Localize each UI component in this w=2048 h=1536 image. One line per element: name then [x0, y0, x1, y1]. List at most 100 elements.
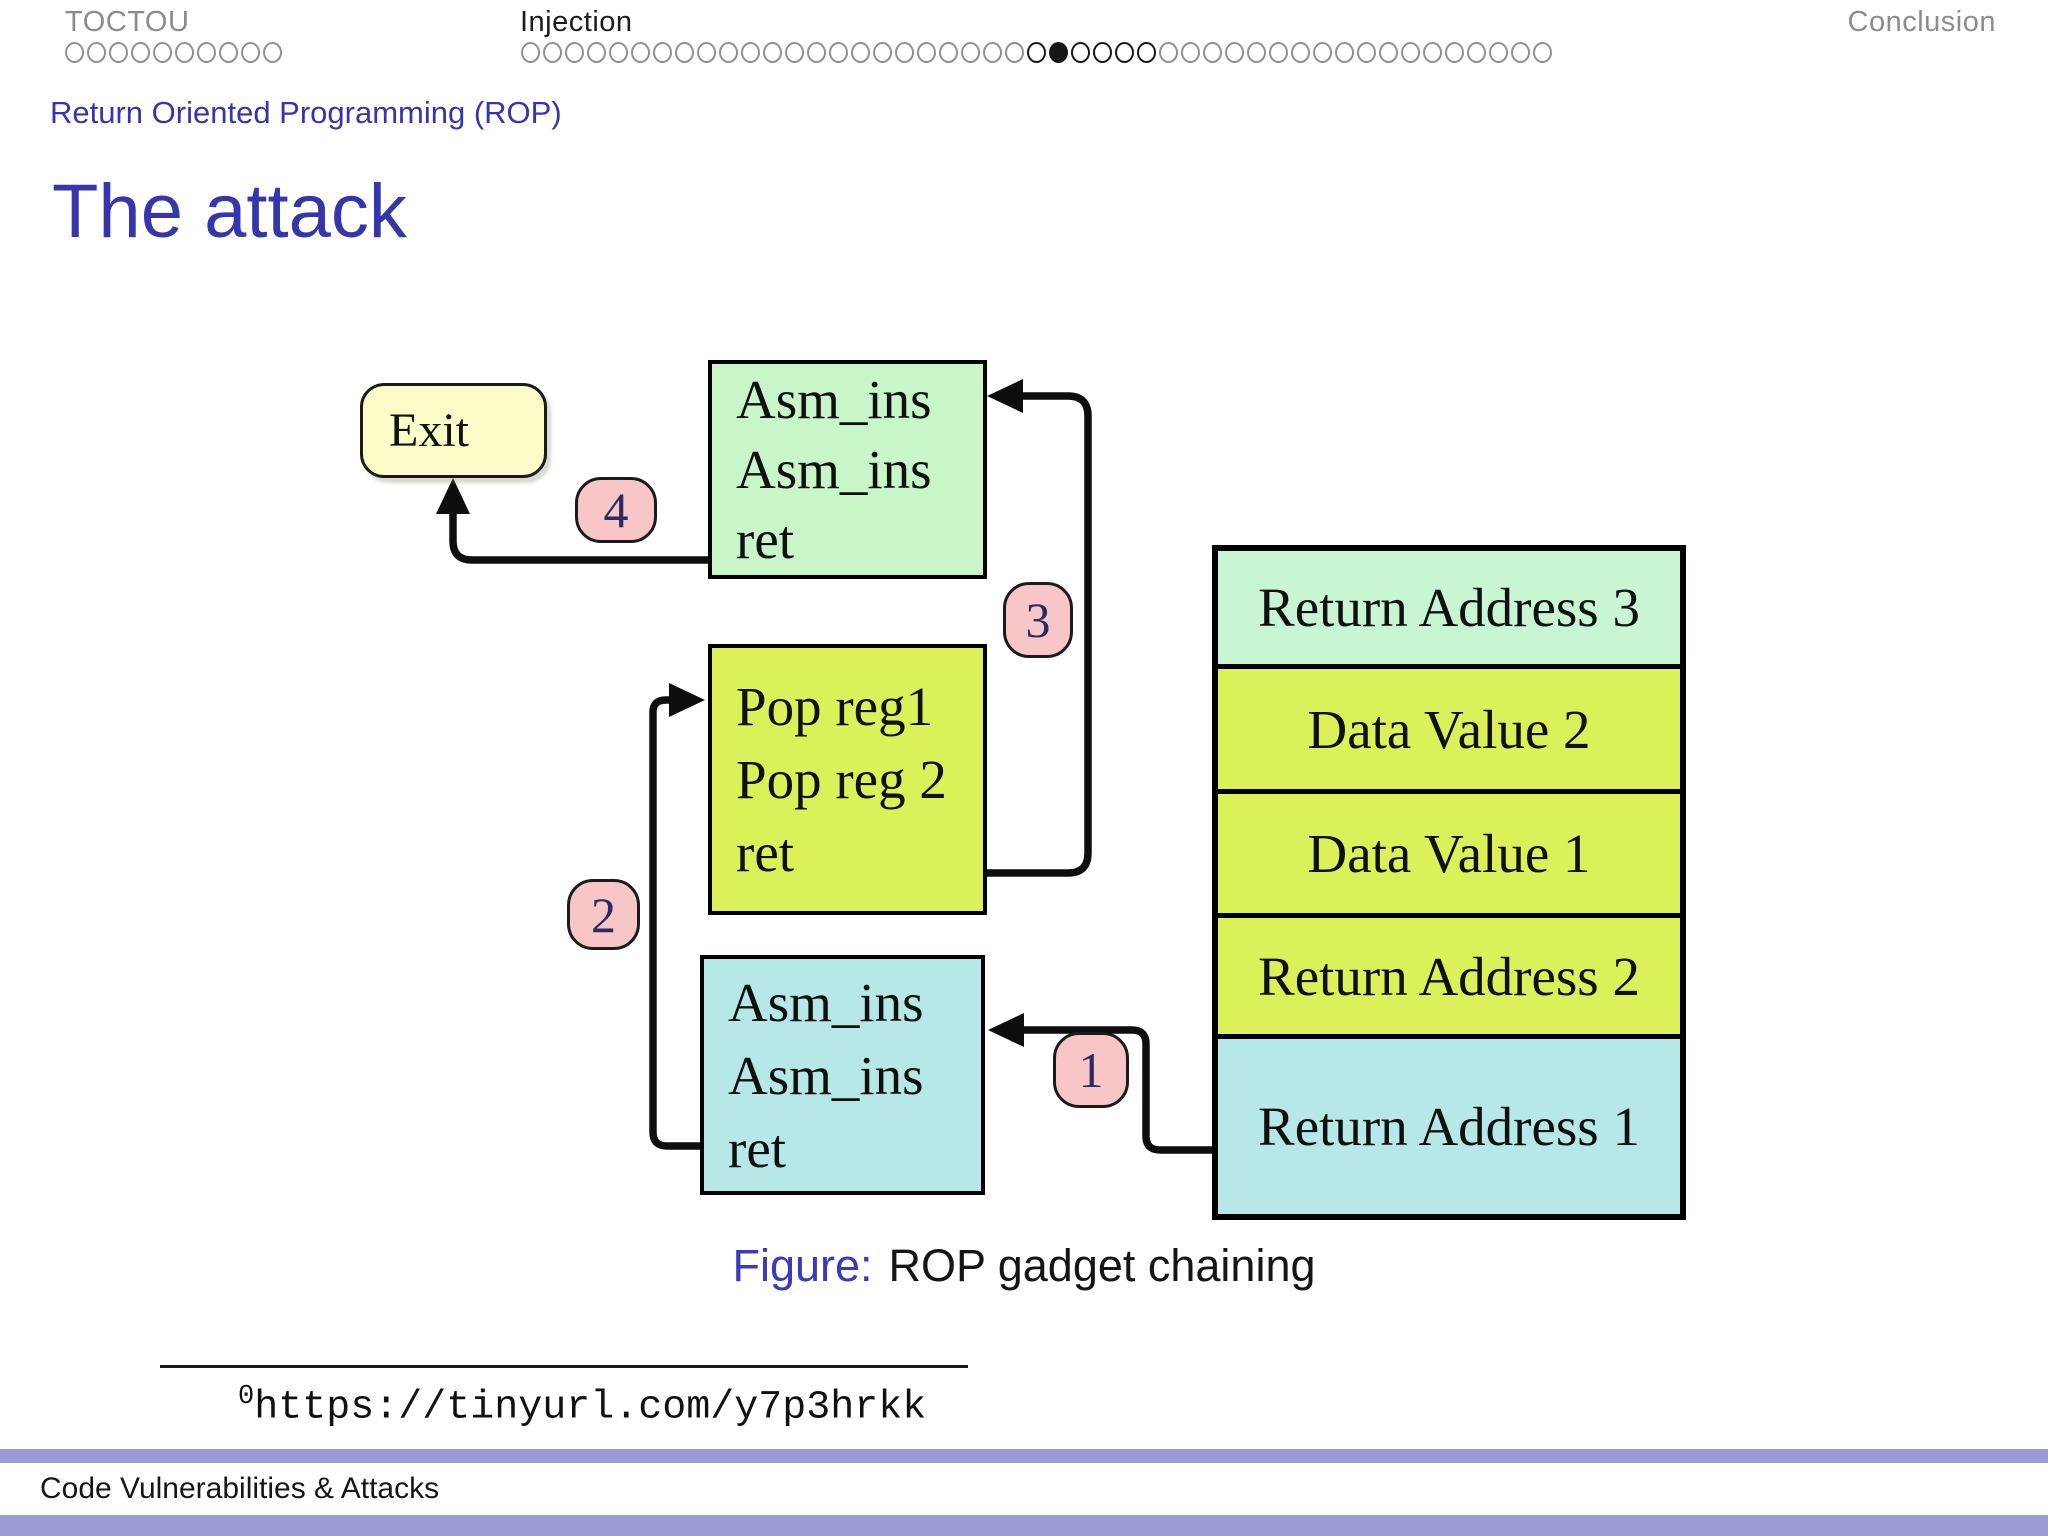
nav-dot[interactable]: [917, 42, 936, 63]
nav-dot[interactable]: [1027, 42, 1046, 63]
arrow-3-head: [987, 379, 1023, 413]
footnote: 0https://tinyurl.com/y7p3hrkk: [238, 1382, 926, 1430]
nav-dot[interactable]: [1423, 42, 1442, 63]
gadget-instruction: Pop reg 2: [736, 749, 947, 810]
gadget-instruction: Asm_ins: [736, 368, 932, 430]
nav-dot[interactable]: [675, 42, 694, 63]
nav-dot[interactable]: [1533, 42, 1552, 63]
step-badge-4: 4: [575, 477, 657, 543]
nav-dot[interactable]: [1137, 42, 1156, 63]
nav-dot[interactable]: [131, 42, 150, 63]
nav-dot[interactable]: [1005, 42, 1024, 63]
footer-text-row: Code Vulnerabilities & Attacks: [0, 1463, 2048, 1515]
stack-row: Data Value 1: [1218, 794, 1680, 913]
footer-bar-top: [0, 1449, 2048, 1463]
gadget-instruction: Asm_ins: [728, 1044, 924, 1106]
step-badge-1: 1: [1053, 1032, 1129, 1108]
nav-dot[interactable]: [1445, 42, 1464, 63]
nav-dot[interactable]: [175, 42, 194, 63]
footnote-marker: 0: [238, 1382, 255, 1412]
slide-title: The attack: [52, 169, 407, 254]
stack-row: Return Address 1: [1218, 1039, 1680, 1214]
nav-dot[interactable]: [1313, 42, 1332, 63]
nav-dot[interactable]: [631, 42, 650, 63]
stack-row: Return Address 2: [1218, 918, 1680, 1034]
nav-dot[interactable]: [543, 42, 562, 63]
nav-dots-injection[interactable]: [521, 42, 1552, 63]
nav-dot[interactable]: [653, 42, 672, 63]
nav-dot[interactable]: [87, 42, 106, 63]
footer-course-title: Code Vulnerabilities & Attacks: [40, 1472, 440, 1505]
nav-dot[interactable]: [197, 42, 216, 63]
gadget-instruction: Asm_ins: [736, 438, 932, 500]
gadget-instruction: Asm_ins: [728, 971, 924, 1033]
nav-dot[interactable]: [587, 42, 606, 63]
nav-dot[interactable]: [1071, 42, 1090, 63]
figure-caption-prefix: Figure:: [732, 1240, 873, 1291]
footnote-rule: [160, 1365, 968, 1368]
step-badge-2: 2: [567, 879, 640, 950]
arrow-1-head: [988, 1013, 1024, 1047]
nav-dot[interactable]: [263, 42, 282, 63]
nav-dot[interactable]: [1357, 42, 1376, 63]
nav-dot[interactable]: [829, 42, 848, 63]
nav-dot[interactable]: [1181, 42, 1200, 63]
nav-dot[interactable]: [1379, 42, 1398, 63]
nav-dot[interactable]: [1225, 42, 1244, 63]
arrow-4-head: [436, 478, 470, 514]
nav-dot[interactable]: [1115, 42, 1134, 63]
subsection-title: Return Oriented Programming (ROP): [50, 95, 562, 130]
figure-caption: Figure: ROP gadget chaining: [0, 1240, 2048, 1292]
nav-dot[interactable]: [1511, 42, 1530, 63]
nav-dot[interactable]: [807, 42, 826, 63]
nav-dot[interactable]: [1291, 42, 1310, 63]
step-badge-3: 3: [1003, 582, 1073, 658]
nav-dot[interactable]: [961, 42, 980, 63]
nav-dot[interactable]: [1247, 42, 1266, 63]
gadget-instruction: ret: [736, 508, 795, 570]
nav-dot[interactable]: [565, 42, 584, 63]
nav-dot[interactable]: [1401, 42, 1420, 63]
nav-dot[interactable]: [719, 42, 738, 63]
nav-dot[interactable]: [1093, 42, 1112, 63]
nav-dot[interactable]: [1203, 42, 1222, 63]
nav-dot[interactable]: [697, 42, 716, 63]
nav-dot[interactable]: [873, 42, 892, 63]
nav-dot[interactable]: [763, 42, 782, 63]
nav-dot[interactable]: [851, 42, 870, 63]
nav-dots-toctou[interactable]: [65, 42, 282, 63]
nav-dot[interactable]: [895, 42, 914, 63]
exit-node: Exit: [360, 383, 547, 478]
nav-dot[interactable]: [153, 42, 172, 63]
nav-dot[interactable]: [609, 42, 628, 63]
nav-dot[interactable]: [65, 42, 84, 63]
nav-dot[interactable]: [1269, 42, 1288, 63]
nav-dot[interactable]: [1335, 42, 1354, 63]
nav-dot[interactable]: [241, 42, 260, 63]
footnote-link[interactable]: https://tinyurl.com/y7p3hrkk: [254, 1385, 927, 1431]
nav-section-toctou[interactable]: TOCTOU: [65, 6, 190, 38]
nav-dot[interactable]: [1489, 42, 1508, 63]
nav-dot[interactable]: [741, 42, 760, 63]
nav-dot[interactable]: [521, 42, 540, 63]
nav-dot[interactable]: [219, 42, 238, 63]
gadget-instruction: ret: [728, 1117, 787, 1179]
nav-dot[interactable]: [1049, 42, 1068, 63]
nav-dot[interactable]: [983, 42, 1002, 63]
nav-dot[interactable]: [109, 42, 128, 63]
exit-label: Exit: [389, 404, 469, 457]
nav-dot[interactable]: [939, 42, 958, 63]
nav-dot[interactable]: [785, 42, 804, 63]
nav-dot[interactable]: [1467, 42, 1486, 63]
gadget-instruction: ret: [736, 822, 795, 883]
nav-dot[interactable]: [1159, 42, 1178, 63]
gadget-instruction: Pop reg1: [736, 676, 934, 737]
nav-section-conclusion[interactable]: Conclusion: [1847, 6, 1996, 38]
nav-section-injection[interactable]: Injection: [520, 6, 633, 38]
footer-bar-bottom: [0, 1515, 2048, 1536]
figure-caption-text: ROP gadget chaining: [888, 1240, 1316, 1291]
